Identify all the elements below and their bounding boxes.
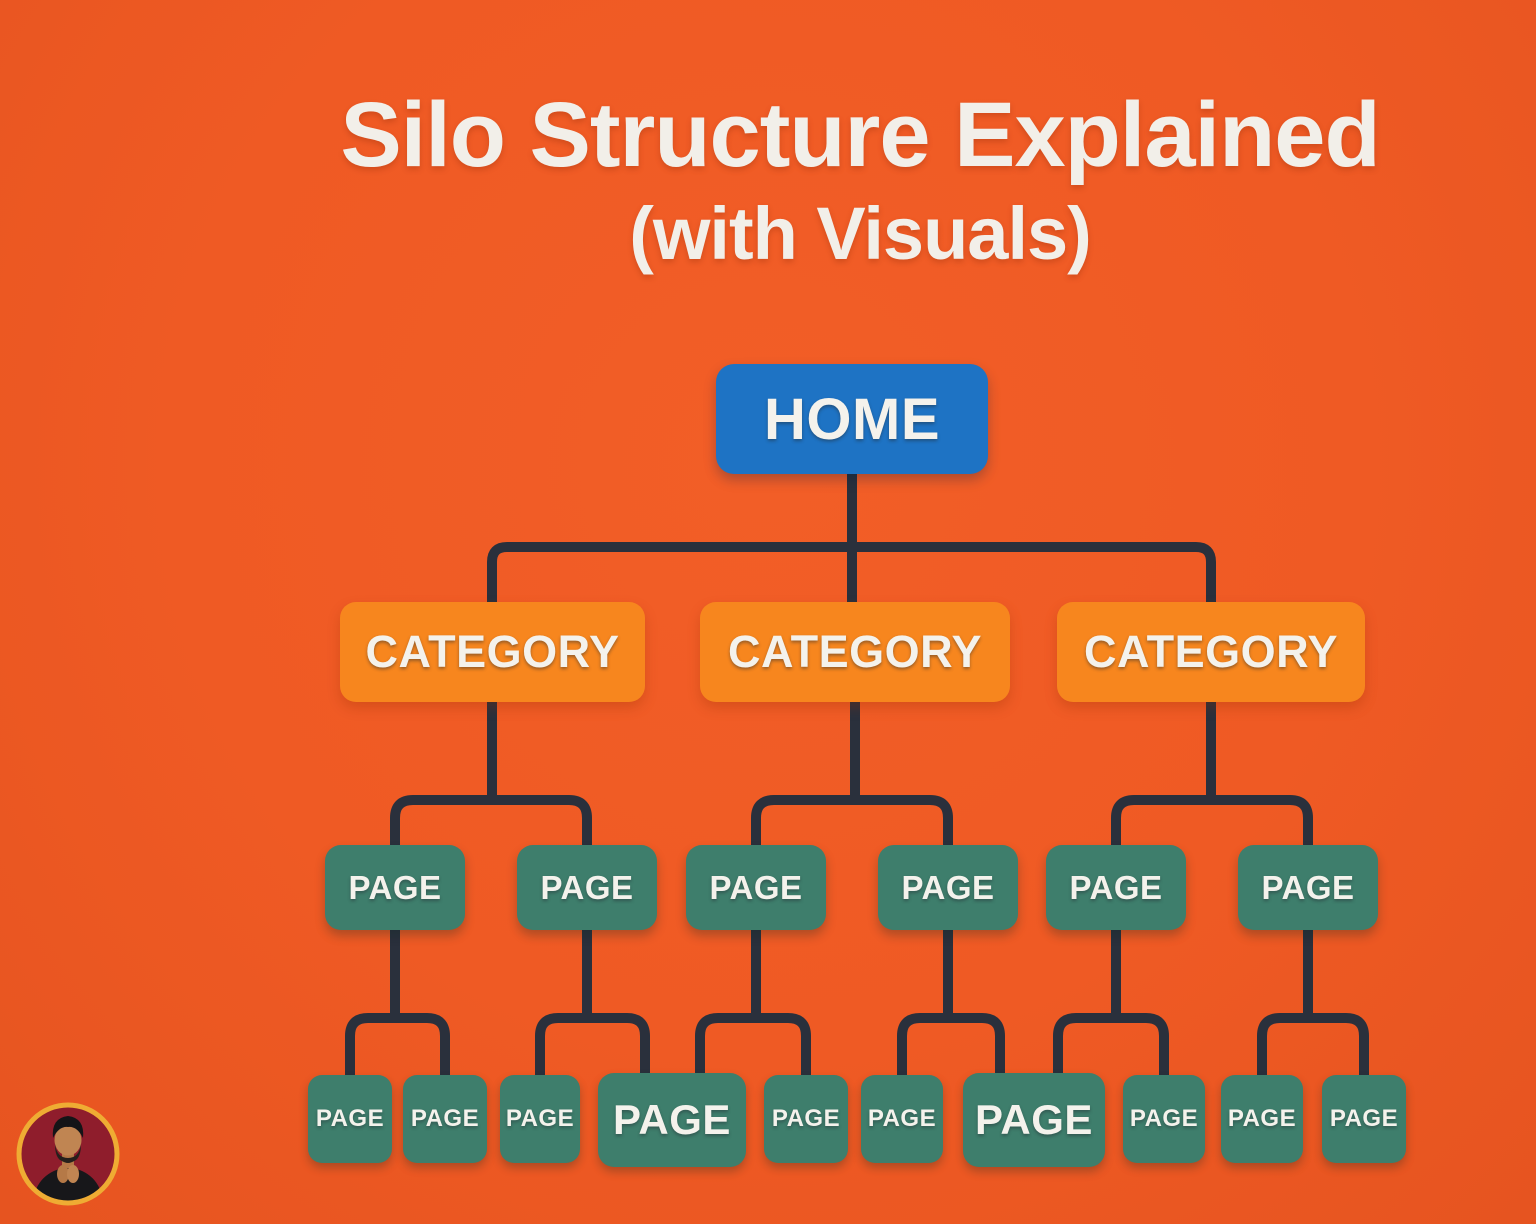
page-node-3: PAGE [686, 845, 826, 930]
subpage-node-7-shared: PAGE [963, 1073, 1105, 1167]
home-node: HOME [716, 364, 988, 474]
subpage-node-5: PAGE [764, 1075, 848, 1163]
connector-page-4-bracket [897, 1013, 1005, 1082]
connector-category-2-bracket [751, 795, 953, 852]
subpage-node-6: PAGE [861, 1075, 943, 1163]
presenter-avatar [14, 1100, 122, 1208]
page-node-2: PAGE [517, 845, 657, 930]
subpage-node-4-shared: PAGE [598, 1073, 746, 1167]
connector-page-2-bracket [535, 1013, 650, 1082]
connector-category-3-bracket [1111, 795, 1313, 852]
page-node-4: PAGE [878, 845, 1018, 930]
category-node-2: CATEGORY [700, 602, 1010, 702]
title: Silo Structure Explained (with Visuals) [184, 84, 1536, 276]
subpage-node-1: PAGE [308, 1075, 392, 1163]
connector-page-1-bracket [345, 1013, 450, 1082]
connector-category-1-bracket [390, 795, 592, 852]
category-node-1: CATEGORY [340, 602, 645, 702]
subpage-node-9: PAGE [1221, 1075, 1303, 1163]
connector-page-6-bracket [1257, 1013, 1369, 1082]
title-line-2: (with Visuals) [629, 192, 1092, 276]
person-avatar-icon [16, 1102, 120, 1206]
page-node-1: PAGE [325, 845, 465, 930]
title-line-1: Silo Structure Explained [340, 84, 1380, 186]
page-node-5: PAGE [1046, 845, 1186, 930]
subpage-node-8: PAGE [1123, 1075, 1205, 1163]
subpage-node-2: PAGE [403, 1075, 487, 1163]
subpage-node-10: PAGE [1322, 1075, 1406, 1163]
subpage-node-3: PAGE [500, 1075, 580, 1163]
category-node-3: CATEGORY [1057, 602, 1365, 702]
connector-page-3-bracket [695, 1013, 811, 1082]
connector-page-5-bracket [1053, 1013, 1169, 1082]
page-node-6: PAGE [1238, 845, 1378, 930]
